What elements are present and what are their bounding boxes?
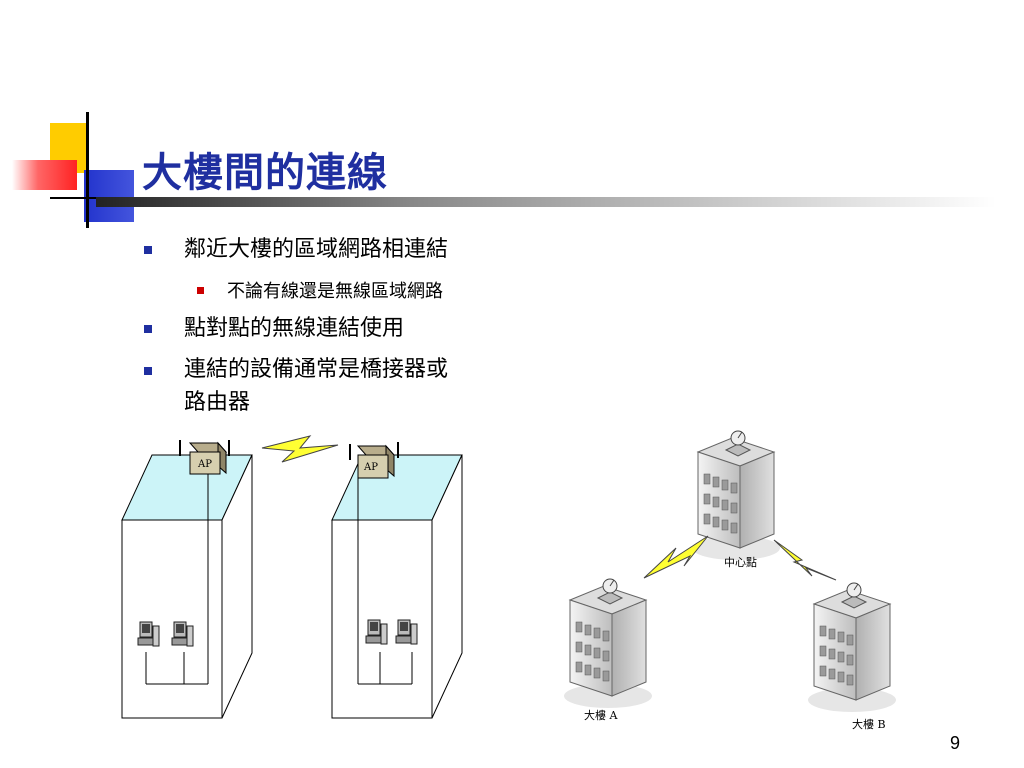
deco-blue-square (84, 170, 134, 222)
access-point-2 (349, 442, 399, 479)
center-building-icon (691, 430, 781, 561)
ap-label-1: AP (197, 459, 212, 470)
wireless-link-icon (773, 539, 837, 581)
deco-horizontal-line (50, 197, 96, 199)
bullet-marker (144, 246, 152, 254)
bullet-item: 點對點的無線連結使用 (184, 316, 405, 341)
building-2 (331, 454, 463, 719)
access-point-1 (179, 440, 230, 475)
wireless-link-icon (643, 535, 709, 579)
bullet-item: 連結的設備通常是橋接器或 (184, 357, 449, 382)
ap-label-2: AP (363, 462, 378, 473)
center-label: 中心點 (724, 556, 757, 569)
bullet-marker (144, 367, 152, 375)
sub-bullet-marker (197, 287, 204, 294)
wireless-link-icon (261, 435, 339, 463)
bullet-item: 鄰近大樓的區域網路相連結 (184, 237, 449, 262)
building-b-label: 大樓 B (852, 717, 886, 731)
building-a-label: 大樓 A (584, 708, 618, 722)
bullet-marker (144, 325, 152, 333)
building-1 (121, 454, 253, 719)
deco-vertical-line (86, 112, 89, 228)
page-number: 9 (950, 733, 961, 753)
slide-title: 大樓間的連線 (142, 149, 388, 196)
sub-bullet-item: 不論有線還是無線區域網路 (227, 281, 443, 302)
computer-icon (395, 619, 418, 645)
bullet-item-continuation: 路由器 (184, 390, 251, 415)
building-a-icon (563, 578, 653, 709)
computer-icon (365, 619, 388, 645)
building-b-icon (807, 582, 897, 713)
computer-icon (171, 621, 194, 647)
hub-spoke-diagram: 中心點 大樓 A 大樓 B (563, 430, 897, 731)
title-underline (96, 197, 996, 207)
building-pair-diagram: AP AP (121, 435, 463, 719)
computer-icon (137, 621, 160, 647)
deco-red-gradient (12, 160, 77, 190)
